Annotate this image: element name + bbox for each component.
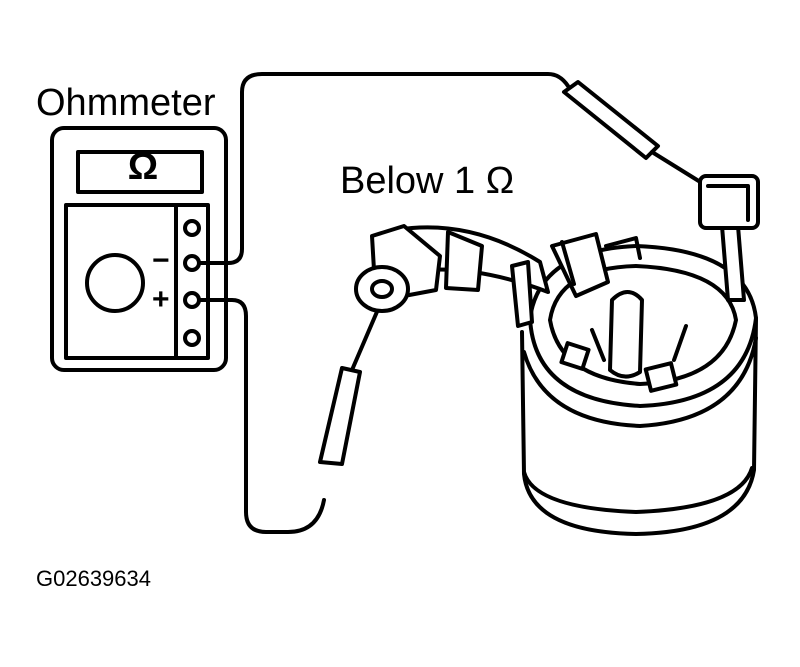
negative-wire xyxy=(197,72,570,265)
lead-wire xyxy=(354,224,550,328)
coil-assembly xyxy=(520,244,758,536)
terminal-minus xyxy=(183,254,201,272)
ohmmeter-display xyxy=(76,150,204,194)
top-terminal-edge xyxy=(706,184,750,222)
lead-clamp xyxy=(510,260,534,328)
resistance-reading-label: Below 1 Ω xyxy=(340,160,515,202)
figure-code: G02639634 xyxy=(36,566,151,591)
negative-probe-handle xyxy=(562,80,660,160)
top-terminal-block xyxy=(698,174,760,230)
bracket-edge xyxy=(560,240,576,286)
plus-terminal-label: + xyxy=(152,283,170,316)
positive-probe-handle xyxy=(318,366,362,466)
lead-sleeve xyxy=(444,230,484,292)
ring-terminal xyxy=(354,265,410,313)
coil-core xyxy=(608,290,644,379)
rim-clip xyxy=(643,361,679,393)
minus-terminal-label: − xyxy=(152,244,170,277)
bracket-tab xyxy=(604,236,642,260)
coil-detail-1 xyxy=(590,328,606,362)
terminal-4 xyxy=(183,329,201,347)
ohmmeter-case xyxy=(50,126,228,372)
ohmmeter-label: Ohmmeter xyxy=(36,82,216,124)
ring-terminal-hole xyxy=(370,279,394,299)
terminal-1 xyxy=(183,219,201,237)
lead-bracket xyxy=(550,232,642,298)
ohmmeter-dial xyxy=(85,253,145,313)
top-terminal xyxy=(698,174,760,302)
ohmmeter-panel xyxy=(64,203,210,360)
ohmmeter xyxy=(50,126,228,372)
terminal-plus xyxy=(183,291,201,309)
negative-lead xyxy=(197,72,712,265)
coil-detail-2 xyxy=(672,324,688,362)
coil-band-lower xyxy=(522,466,754,514)
positive-wire xyxy=(197,298,326,534)
rim-clip-2 xyxy=(559,341,591,371)
ohm-symbol-display: Ω xyxy=(127,146,159,188)
top-terminal-stem xyxy=(720,224,746,302)
coil-band-upper xyxy=(522,336,758,428)
